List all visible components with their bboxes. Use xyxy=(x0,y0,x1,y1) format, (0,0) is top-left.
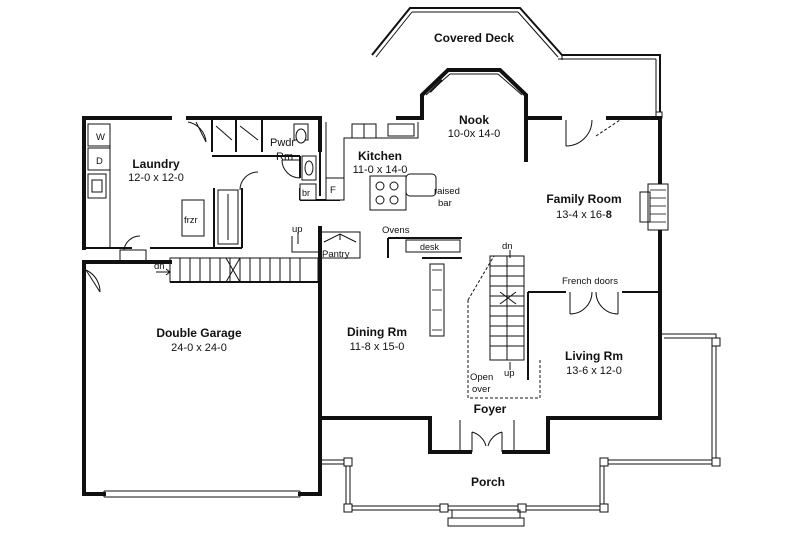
covered-deck-name: Covered Deck xyxy=(434,31,514,45)
rear-stair xyxy=(156,232,319,283)
family-room-name: Family Room xyxy=(546,192,621,206)
pantry-label: Pantry xyxy=(322,249,350,260)
deck-door xyxy=(565,119,621,147)
rear-stair-up-label: up xyxy=(292,224,303,235)
laundry-sink xyxy=(87,173,107,199)
porch xyxy=(320,333,721,527)
refrigerator xyxy=(325,177,345,201)
nook-dim: 10-0x 14-0 xyxy=(448,128,501,140)
porch-post xyxy=(599,503,609,513)
open-over-label-line2: over xyxy=(472,384,490,395)
porch-post xyxy=(343,457,353,467)
desk-label: desk xyxy=(420,242,440,252)
main-stair-up-label: up xyxy=(504,368,515,379)
kitchen-island xyxy=(369,175,407,211)
porch-name: Porch xyxy=(471,475,505,489)
dryer-label: D xyxy=(96,156,103,167)
kitchen-fixtures xyxy=(325,122,437,211)
raised-bar-label-line1: raised xyxy=(434,186,460,197)
family-room-dim: 13-4 x 16-8 xyxy=(556,209,612,221)
covered-deck-outline xyxy=(371,7,663,119)
porch-post xyxy=(439,503,449,513)
stair-wall xyxy=(429,263,445,337)
raised-bar-label-line2: bar xyxy=(438,198,452,209)
front-doors xyxy=(459,420,515,452)
ovens-label: Ovens xyxy=(382,225,410,236)
freezer-label: frzr xyxy=(184,215,198,226)
living-room-name: Living Rm xyxy=(565,349,623,363)
raised-bar xyxy=(405,173,437,197)
nook-bay-walls xyxy=(396,68,528,120)
laundry-name: Laundry xyxy=(132,157,180,171)
open-over-label-line1: Open xyxy=(470,372,493,383)
garage-entry-door xyxy=(85,235,147,293)
porch-post xyxy=(711,337,721,347)
double-garage-dim: 24-0 x 24-0 xyxy=(171,342,227,354)
kitchen-dim: 11-0 x 14-0 xyxy=(353,164,408,176)
family-room-dim-bold: 8 xyxy=(606,209,612,221)
porch-step xyxy=(447,517,525,527)
french-doors xyxy=(569,291,619,315)
broom-closet-label: br xyxy=(302,188,310,198)
dining-room-name: Dining Rm xyxy=(347,325,407,339)
pantry xyxy=(319,231,361,259)
powder-room-label-line2: Rm xyxy=(276,151,293,163)
powder-sink xyxy=(301,155,317,181)
nook-window xyxy=(429,79,443,93)
dishwasher xyxy=(387,123,415,137)
porch-post xyxy=(599,457,609,467)
fridge-label: F xyxy=(330,185,336,196)
dining-room-dim: 11-8 x 15-0 xyxy=(350,341,405,353)
washer-label: W xyxy=(96,132,105,143)
cooktop-burner xyxy=(389,181,399,191)
laundry-door xyxy=(119,249,147,263)
cooktop-burner xyxy=(389,195,399,205)
living-room-dim: 13-6 x 12-0 xyxy=(566,365,622,377)
porch-post xyxy=(343,503,353,513)
rear-stair-down-label: dn xyxy=(154,261,165,272)
powder-room-fixtures xyxy=(281,123,317,201)
main-stair-down-label: dn xyxy=(502,241,513,252)
laundry-dim: 12-0 x 12-0 xyxy=(128,172,184,184)
kitchen-name: Kitchen xyxy=(358,149,402,163)
cooktop-burner xyxy=(375,181,385,191)
desk xyxy=(405,239,461,253)
powder-room-label-line1: Pwdr xyxy=(270,137,295,149)
cooktop-burner xyxy=(375,195,385,205)
foyer-name: Foyer xyxy=(474,402,507,416)
broom-closet xyxy=(299,183,317,201)
porch-step xyxy=(451,509,521,519)
toilet-icon xyxy=(295,128,307,144)
double-garage-name: Double Garage xyxy=(156,326,242,340)
family-room-dim-main: 13-4 x 16- xyxy=(556,209,606,221)
porch-post xyxy=(711,457,721,467)
fireplace xyxy=(639,183,669,231)
french-doors-label: French doors xyxy=(562,276,618,287)
garage-door xyxy=(103,490,301,498)
laundry-fixtures xyxy=(87,121,259,248)
freezer xyxy=(181,199,205,237)
porch-post xyxy=(517,503,527,513)
main-stair xyxy=(467,250,541,399)
nook-name: Nook xyxy=(459,113,489,127)
